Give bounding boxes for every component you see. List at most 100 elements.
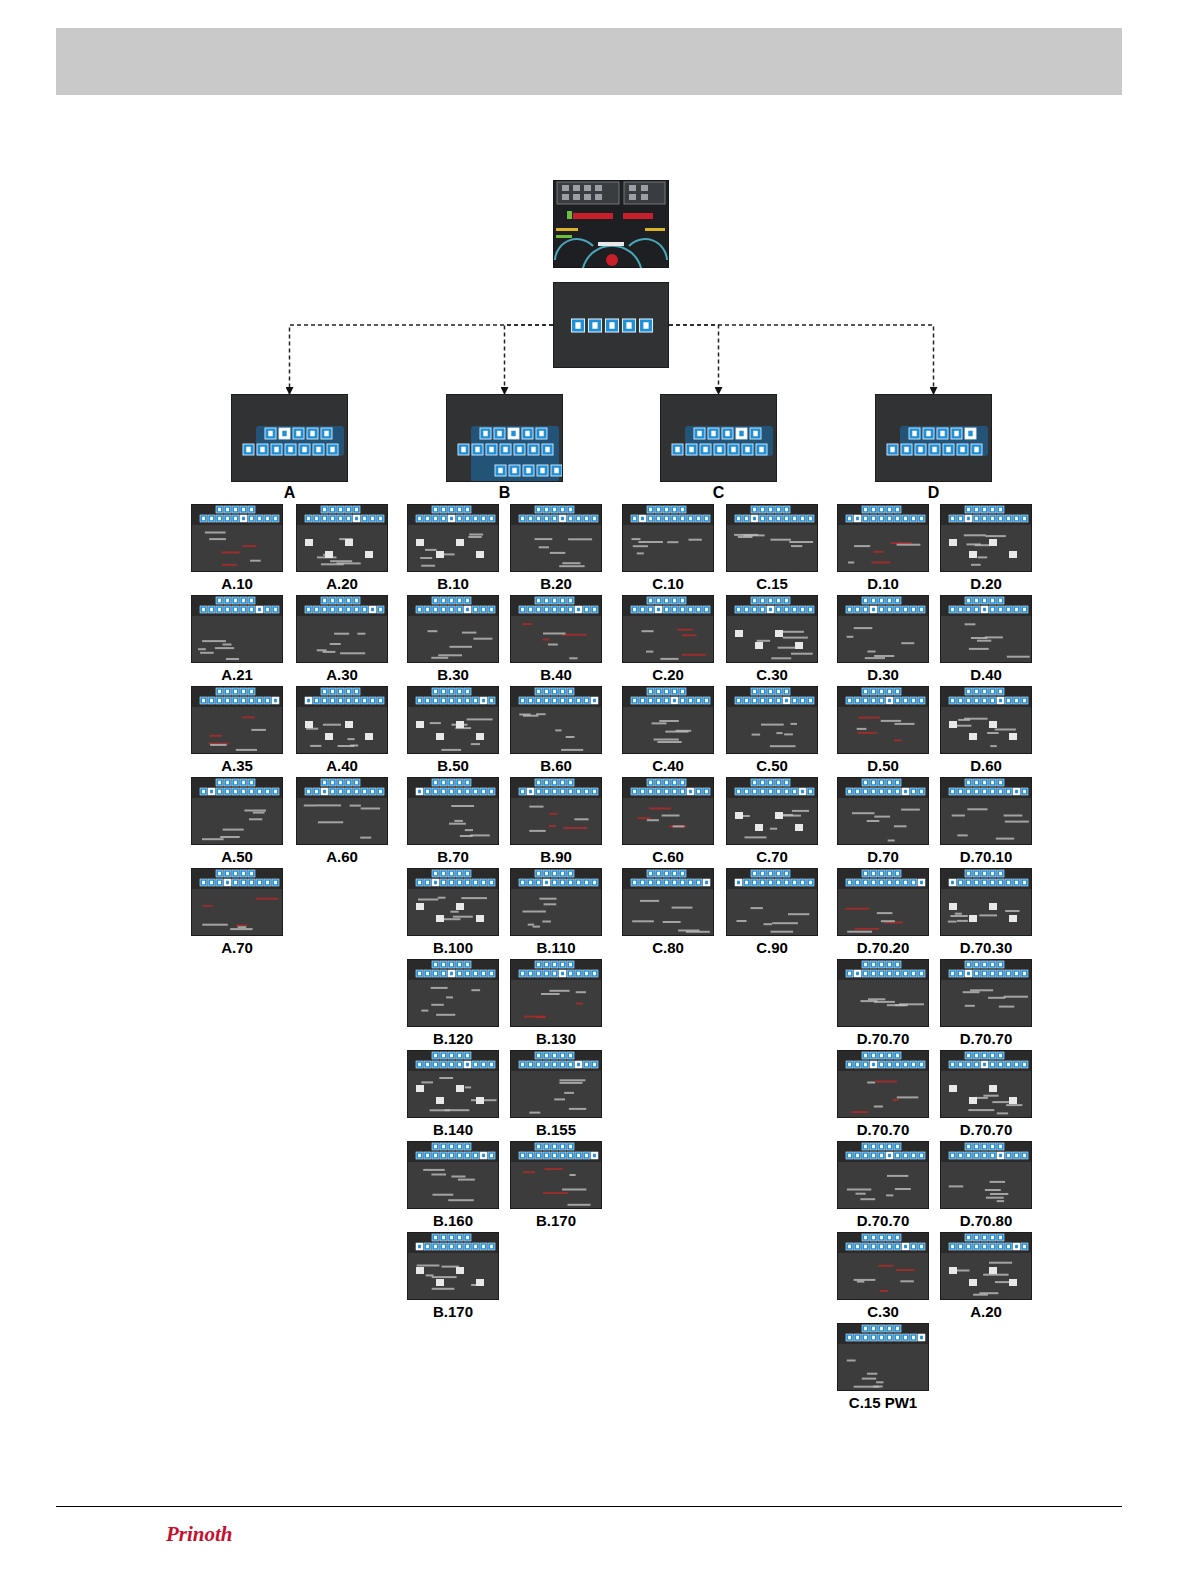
icon-glyph <box>888 608 891 612</box>
menu-icon <box>432 1061 439 1068</box>
screen-thumbnail: D.60 <box>940 686 1032 775</box>
screen-content <box>888 840 895 842</box>
menu-icon <box>965 688 972 695</box>
screen-content <box>901 809 920 811</box>
icon-glyph <box>363 699 366 703</box>
menu-icon <box>735 879 742 886</box>
icon-glyph <box>657 790 660 794</box>
icon-glyph <box>689 608 692 612</box>
menu-icon <box>751 788 758 795</box>
menu-icon <box>694 428 705 439</box>
screen-frame <box>875 394 992 482</box>
icon-glyph <box>274 881 277 885</box>
screen-content <box>560 1079 586 1081</box>
icon-glyph <box>474 608 477 612</box>
menu-icon <box>671 788 678 795</box>
menu-icon <box>432 870 439 877</box>
menu-icon <box>799 606 806 613</box>
icon-glyph <box>967 781 970 785</box>
menu-icon <box>440 606 447 613</box>
menu-icon <box>480 1243 487 1250</box>
icon-glyph <box>896 699 899 703</box>
menu-icon <box>456 788 463 795</box>
menu-icon <box>663 879 670 886</box>
menu-icon <box>464 1052 471 1059</box>
menu-icon <box>216 515 223 522</box>
icon-glyph <box>872 781 875 785</box>
menu-icon <box>240 688 247 695</box>
screen-content <box>539 546 549 548</box>
menu-icon <box>448 1152 455 1159</box>
menu-icon <box>448 506 455 513</box>
icon-glyph <box>967 508 970 512</box>
screen-thumbnail: C.20 <box>622 595 714 684</box>
menu-icon <box>456 506 463 513</box>
icon-glyph <box>442 881 445 885</box>
screen-content <box>897 544 921 546</box>
menu-icon <box>480 879 487 886</box>
menu-icon <box>751 879 758 886</box>
icon-glyph <box>739 431 743 437</box>
menu-icon <box>519 697 526 704</box>
icon-glyph <box>657 872 660 876</box>
menu-icon <box>943 444 954 455</box>
icon-glyph <box>545 963 548 967</box>
icon-glyph <box>569 690 572 694</box>
menu-icon <box>232 606 239 613</box>
menu-icon <box>448 1243 455 1250</box>
menu-icon <box>870 697 877 704</box>
icon-glyph <box>1023 608 1026 612</box>
icon-glyph <box>234 790 237 794</box>
icon-glyph <box>418 1245 421 1249</box>
screen-picture <box>511 778 602 845</box>
icon-glyph <box>561 781 564 785</box>
menu-icon <box>671 870 678 877</box>
icon-glyph <box>323 608 326 612</box>
menu-icon <box>1013 606 1020 613</box>
screen-content <box>345 539 353 546</box>
menu-icon <box>886 506 893 513</box>
menu-icon <box>321 697 328 704</box>
icon-glyph <box>442 517 445 521</box>
icon-glyph <box>474 517 477 521</box>
screen-content <box>423 1169 445 1171</box>
menu-icon <box>751 515 758 522</box>
icon-glyph <box>665 508 668 512</box>
menu-icon <box>321 428 332 439</box>
screen-content <box>1005 821 1029 823</box>
icon-glyph <box>777 781 780 785</box>
icon-glyph <box>339 690 342 694</box>
menu-icon <box>523 465 534 476</box>
menu-icon <box>767 788 774 795</box>
screen-code: A.50 <box>189 848 285 865</box>
screen-content <box>677 629 693 631</box>
menu-icon <box>527 1061 534 1068</box>
icon-glyph <box>426 1154 429 1158</box>
icon-glyph <box>339 517 342 521</box>
menu-icon <box>640 319 653 332</box>
screen-content <box>200 652 214 654</box>
icon-glyph <box>450 599 453 603</box>
icon-glyph <box>355 517 358 521</box>
menu-icon <box>783 779 790 786</box>
screen-frame <box>407 1050 499 1118</box>
menu-icon <box>329 788 336 795</box>
icon-glyph <box>809 517 812 521</box>
icon-glyph <box>296 431 300 437</box>
icon-glyph <box>553 790 556 794</box>
menu-icon <box>432 788 439 795</box>
menu-icon <box>543 1152 550 1159</box>
top-bar <box>623 869 714 889</box>
icon-glyph <box>991 699 994 703</box>
screen-thumbnail: C.10 <box>622 504 714 593</box>
menu-icon <box>272 879 279 886</box>
menu-icon <box>216 788 223 795</box>
menu-icon <box>886 779 893 786</box>
menu-icon <box>862 779 869 786</box>
icon-glyph <box>872 699 875 703</box>
menu-icon <box>448 1052 455 1059</box>
icon-glyph <box>339 699 342 703</box>
icon-glyph <box>458 1063 461 1067</box>
screen-content <box>416 539 424 546</box>
icon-glyph <box>769 690 772 694</box>
